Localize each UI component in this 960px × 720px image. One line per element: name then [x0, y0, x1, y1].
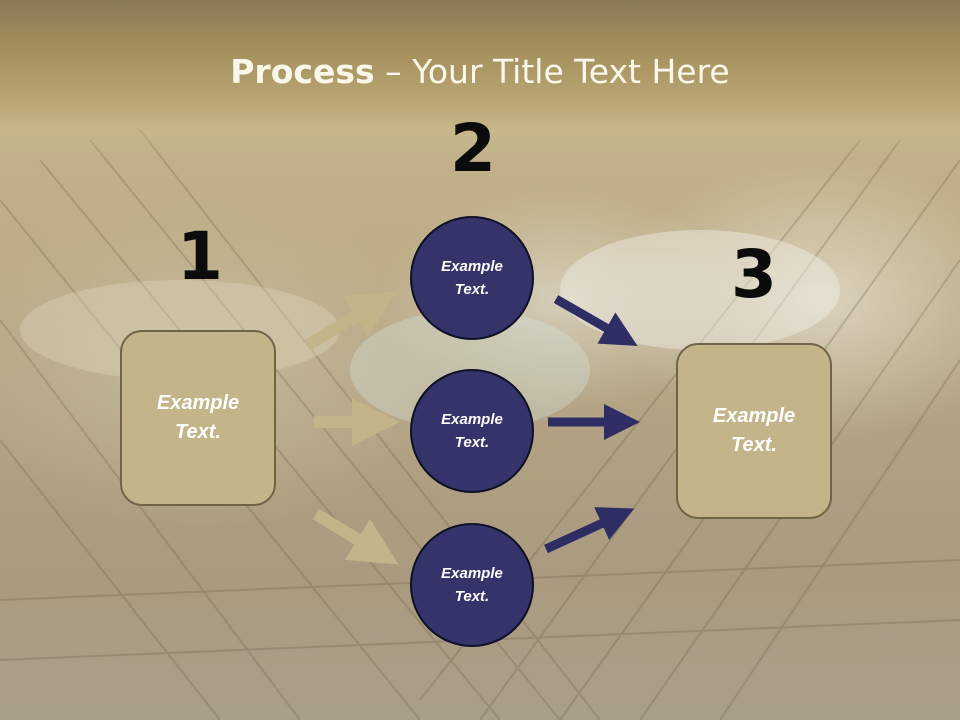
slide-title: Process – Your Title Text Here: [0, 52, 960, 91]
title-band: [0, 0, 960, 160]
arrow-1-to-2c: [312, 508, 399, 565]
step-1-number: 1: [177, 218, 223, 295]
arrow-2c-to-3: [544, 507, 635, 554]
step-2-circle-3-label: Example Text.: [441, 565, 503, 605]
title-rest: – Your Title Text Here: [374, 52, 730, 91]
step-2-circle-1-label: Example Text.: [441, 258, 503, 298]
step-2-number: 2: [450, 110, 496, 187]
step-2-circle-1: Example Text.: [410, 216, 534, 340]
arrow-1-to-2a: [304, 291, 397, 351]
step-3-label: Example Text.: [712, 405, 796, 456]
arrow-2a-to-3: [553, 295, 638, 346]
step-3-number: 3: [731, 236, 777, 313]
step-2-circle-2: Example Text.: [410, 369, 534, 493]
step-1-box: Example Text.: [120, 330, 276, 506]
step-2-circle-2-label: Example Text.: [441, 411, 503, 451]
step-3-box: Example Text.: [676, 343, 832, 519]
step-2-circle-3: Example Text.: [410, 523, 534, 647]
title-bold: Process: [230, 52, 375, 91]
step-1-label: Example Text.: [156, 392, 240, 443]
